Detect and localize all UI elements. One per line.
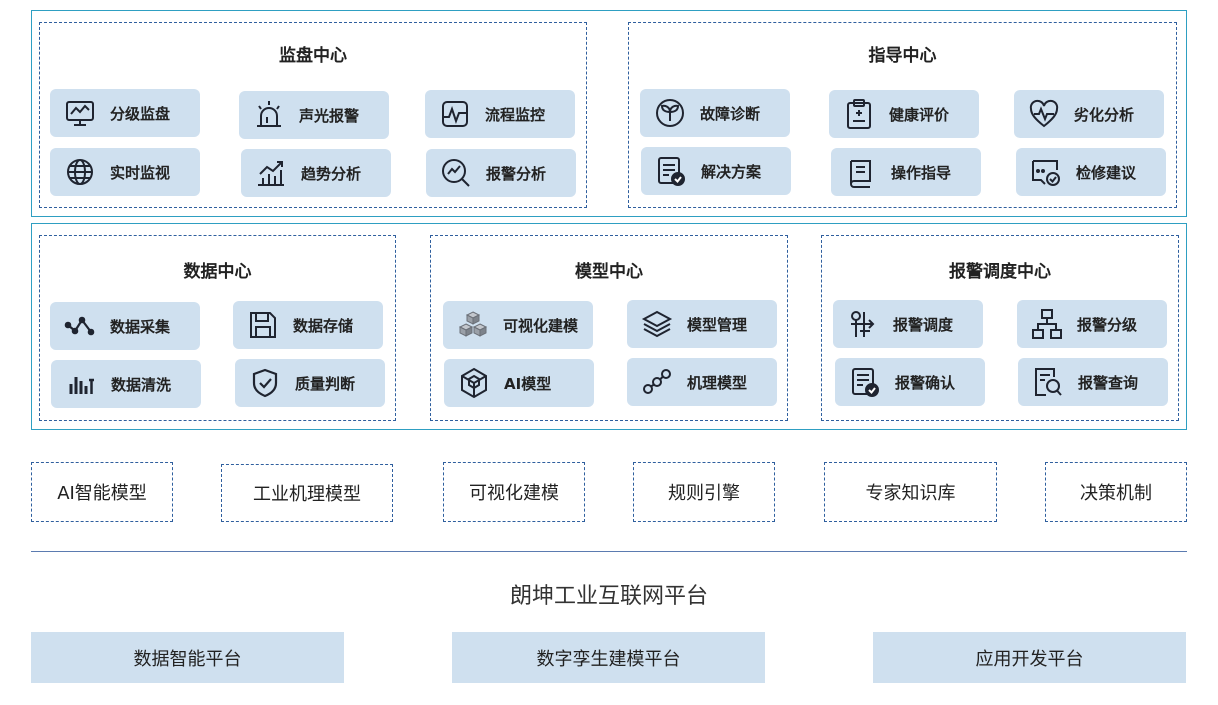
platform-title: 朗坤工业互联网平台 <box>509 584 708 609</box>
ai-model-label: AI模型 <box>504 374 552 393</box>
model-management-label: 模型管理 <box>687 315 748 334</box>
document-check-icon <box>651 151 691 191</box>
cube-icon <box>454 363 494 403</box>
data-collect-icon <box>60 306 100 346</box>
platform-data-intelligence: 数据智能平台 <box>31 632 344 683</box>
process-monitor-label: 流程监控 <box>485 105 546 124</box>
message-check-icon <box>1026 152 1066 192</box>
alarm-dispatch-button[interactable]: 报警调度 <box>833 300 983 348</box>
capability-decision-mechanism: 决策机制 <box>1045 462 1187 522</box>
alarm-query-label: 报警查询 <box>1078 373 1139 392</box>
alarm-dispatch-center-title: 报警调度中心 <box>949 262 1051 282</box>
ai-model-button[interactable]: AI模型 <box>444 359 594 407</box>
chart-search-icon <box>436 153 476 193</box>
trend-chart-icon <box>251 153 291 193</box>
alarm-analysis-button[interactable]: 报警分析 <box>426 149 576 197</box>
capability-rule-engine: 规则引擎 <box>633 462 775 522</box>
document-search-icon <box>1028 362 1068 402</box>
monitoring-center-box: 监盘中心 <box>39 22 587 208</box>
capability-expert-knowledge: 专家知识库 <box>824 462 997 522</box>
data-center-box: 数据中心 <box>39 235 396 421</box>
platform-app-development: 应用开发平台 <box>873 632 1186 683</box>
realtime-watch-button[interactable]: 实时监视 <box>50 148 200 196</box>
maintenance-advice-label: 检修建议 <box>1076 163 1137 182</box>
trend-analysis-label: 趋势分析 <box>301 164 362 183</box>
fault-diagnosis-button[interactable]: 故障诊断 <box>640 89 790 137</box>
sprout-icon <box>650 93 690 133</box>
globe-icon <box>60 152 100 192</box>
data-cleaning-label: 数据清洗 <box>111 375 172 394</box>
health-evaluation-label: 健康评价 <box>889 105 950 124</box>
health-evaluation-button[interactable]: 健康评价 <box>829 90 979 138</box>
data-center-title: 数据中心 <box>183 262 252 282</box>
capability-ai-model: AI智能模型 <box>31 462 173 522</box>
solution-button[interactable]: 解决方案 <box>641 147 791 195</box>
list-check-icon <box>845 362 885 402</box>
alarm-confirm-button[interactable]: 报警确认 <box>835 358 985 406</box>
top-section-frame <box>31 10 1187 217</box>
monitor-chart-icon <box>60 93 100 133</box>
monitoring-center-title: 监盘中心 <box>279 46 347 66</box>
solution-label: 解决方案 <box>701 162 762 181</box>
visual-modeling-label: 可视化建模 <box>503 316 579 335</box>
platform-digital-twin: 数字孪生建模平台 <box>452 632 765 683</box>
alarm-dispatch-center-box: 报警调度中心 <box>821 235 1179 421</box>
book-icon <box>841 152 881 192</box>
guidance-center-box: 指导中心 <box>628 22 1177 208</box>
trend-analysis-button[interactable]: 趋势分析 <box>241 149 391 197</box>
alarm-query-button[interactable]: 报警查询 <box>1018 358 1168 406</box>
model-center-box: 模型中心 <box>430 235 788 421</box>
model-management-button[interactable]: 模型管理 <box>627 300 777 348</box>
process-monitor-button[interactable]: 流程监控 <box>425 90 575 138</box>
process-chart-icon <box>435 94 475 134</box>
degradation-analysis-button[interactable]: 劣化分析 <box>1014 90 1164 138</box>
data-storage-label: 数据存储 <box>293 316 354 335</box>
data-storage-button[interactable]: 数据存储 <box>233 301 383 349</box>
clipboard-icon <box>839 94 879 134</box>
siren-icon <box>249 95 289 135</box>
nodes-icon <box>637 362 677 402</box>
tier-monitor-label: 分级监盘 <box>110 104 171 123</box>
bar-clean-icon <box>61 364 101 404</box>
fault-diagnosis-label: 故障诊断 <box>700 104 761 123</box>
operation-guidance-label: 操作指导 <box>891 163 952 182</box>
data-collection-label: 数据采集 <box>110 317 171 336</box>
alarm-dispatch-label: 报警调度 <box>893 315 954 334</box>
middle-section-frame <box>31 223 1187 430</box>
layers-icon <box>637 304 677 344</box>
quality-judgement-label: 质量判断 <box>295 374 356 393</box>
sound-light-alarm-button[interactable]: 声光报警 <box>239 91 389 139</box>
degradation-analysis-label: 劣化分析 <box>1074 105 1135 124</box>
cubes-icon <box>453 305 493 345</box>
alarm-analysis-label: 报警分析 <box>486 164 547 183</box>
sound-light-alarm-label: 声光报警 <box>299 106 360 125</box>
mechanism-model-label: 机理模型 <box>687 373 748 392</box>
capability-visual-modeling: 可视化建模 <box>443 462 585 522</box>
visual-modeling-button[interactable]: 可视化建模 <box>443 301 593 349</box>
capability-mechanism-model: 工业机理模型 <box>221 464 393 522</box>
dispatch-icon <box>843 304 883 344</box>
maintenance-advice-button[interactable]: 检修建议 <box>1016 148 1166 196</box>
shield-check-icon <box>245 363 285 403</box>
heart-pulse-icon <box>1024 94 1064 134</box>
tier-monitor-button[interactable]: 分级监盘 <box>50 89 200 137</box>
operation-guidance-button[interactable]: 操作指导 <box>831 148 981 196</box>
guidance-center-title: 指导中心 <box>868 46 937 66</box>
alarm-grading-button[interactable]: 报警分级 <box>1017 300 1167 348</box>
model-center-title: 模型中心 <box>575 262 643 282</box>
floppy-icon <box>243 305 283 345</box>
mechanism-model-button[interactable]: 机理模型 <box>627 358 777 406</box>
alarm-confirm-label: 报警确认 <box>895 373 956 392</box>
hierarchy-icon <box>1027 304 1067 344</box>
data-cleaning-button[interactable]: 数据清洗 <box>51 360 201 408</box>
quality-judgement-button[interactable]: 质量判断 <box>235 359 385 407</box>
alarm-grading-label: 报警分级 <box>1077 315 1138 334</box>
divider-line <box>31 551 1187 552</box>
realtime-watch-label: 实时监视 <box>110 163 171 182</box>
data-collection-button[interactable]: 数据采集 <box>50 302 200 350</box>
